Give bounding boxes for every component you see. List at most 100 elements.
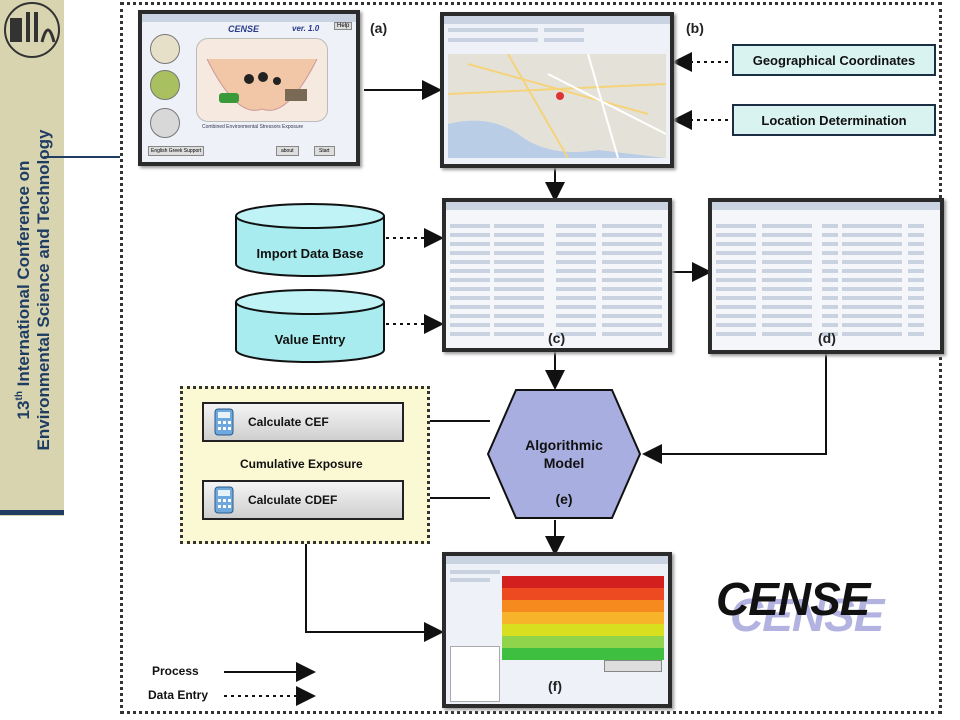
- form-row: [494, 305, 544, 309]
- form-row: [842, 314, 902, 318]
- form-row: [494, 224, 544, 228]
- form-row: [450, 269, 490, 273]
- university-seal-icon: [150, 34, 180, 64]
- form-row: [716, 332, 756, 336]
- callout-location-determination: Location Determination: [732, 104, 936, 136]
- form-row: [762, 251, 812, 255]
- form-row: [450, 224, 490, 228]
- calculate-cdef-button[interactable]: Calculate CDEF: [202, 480, 404, 520]
- form-row: [842, 287, 902, 291]
- form-row: [450, 278, 490, 282]
- arrow-d-e: [642, 352, 827, 464]
- form-row: [908, 296, 924, 300]
- form-row: [822, 314, 838, 318]
- form-row: [822, 305, 838, 309]
- form-row: [842, 332, 902, 336]
- form-row: [908, 305, 924, 309]
- cumulative-exposure-label: Cumulative Exposure: [240, 457, 363, 471]
- form-row: [494, 233, 544, 237]
- form-row: [494, 242, 544, 246]
- form-row: [762, 278, 812, 282]
- form-row: [556, 233, 596, 237]
- form-row: [822, 323, 838, 327]
- support-button[interactable]: English Greek Support: [148, 146, 205, 156]
- form-row: [716, 269, 756, 273]
- form-row: [822, 296, 838, 300]
- form-row: [908, 242, 924, 246]
- form-row: [602, 260, 662, 264]
- form-row: [602, 314, 662, 318]
- form-row: [556, 278, 596, 282]
- about-button[interactable]: about: [276, 146, 299, 156]
- form-row: [494, 269, 544, 273]
- legend-process: Process: [152, 664, 199, 678]
- form-row: [842, 269, 902, 273]
- form-row: [842, 242, 902, 246]
- form-row: [716, 314, 756, 318]
- cense-logo-shadow: CENSE: [730, 589, 884, 641]
- app-title: CENSE: [228, 24, 260, 34]
- form-row: [450, 233, 490, 237]
- form-row: [716, 278, 756, 282]
- calculator-icon: [214, 408, 234, 436]
- conference-logo: [0, 0, 64, 64]
- form-row: [450, 260, 490, 264]
- form-row: [842, 305, 902, 309]
- form-row: [716, 305, 756, 309]
- form-row: [842, 233, 902, 237]
- form-row: [450, 332, 490, 336]
- form-row: [908, 269, 924, 273]
- calculate-cef-label: Calculate CEF: [248, 415, 329, 429]
- form-row: [762, 332, 812, 336]
- form-row: [556, 224, 596, 228]
- form-row: [602, 323, 662, 327]
- form-row: [602, 332, 662, 336]
- map-view[interactable]: [447, 53, 667, 159]
- hands-illustration: [196, 38, 328, 122]
- app-version: ver. 1.0: [292, 24, 320, 33]
- form-row: [822, 233, 838, 237]
- help-button[interactable]: Help: [334, 22, 353, 30]
- form-row: [908, 260, 924, 264]
- form-row: [822, 332, 838, 336]
- form-row: [556, 260, 596, 264]
- label-b: (b): [686, 20, 704, 36]
- form-row: [716, 242, 756, 246]
- calculator-icon: [214, 486, 234, 514]
- form-row: [822, 269, 838, 273]
- model-line2: Model: [544, 455, 584, 471]
- form-row: [842, 278, 902, 282]
- screenshot-d: [708, 198, 944, 354]
- screenshot-c: [442, 198, 672, 352]
- form-row: [716, 296, 756, 300]
- form-row: [494, 323, 544, 327]
- form-row: [450, 314, 490, 318]
- pointer-line: [44, 156, 120, 158]
- start-button[interactable]: Start: [314, 146, 335, 156]
- form-row: [762, 260, 812, 264]
- form-row: [602, 233, 662, 237]
- form-row: [762, 242, 812, 246]
- label-c: (c): [548, 330, 566, 346]
- form-row: [602, 287, 662, 291]
- form-row: [908, 233, 924, 237]
- form-row: [762, 287, 812, 291]
- form-row: [494, 287, 544, 291]
- form-row: [556, 323, 596, 327]
- form-row: [556, 296, 596, 300]
- form-row: [762, 224, 812, 228]
- form-row: [908, 224, 924, 228]
- form-row: [716, 260, 756, 264]
- form-row: [762, 305, 812, 309]
- form-row: [494, 296, 544, 300]
- calculate-cef-button[interactable]: Calculate CEF: [202, 402, 404, 442]
- form-row: [716, 287, 756, 291]
- form-row: [602, 224, 662, 228]
- form-row: [822, 242, 838, 246]
- form-row: [556, 287, 596, 291]
- sidebar: [0, 0, 64, 516]
- form-row: [908, 287, 924, 291]
- form-row: [450, 323, 490, 327]
- form-row: [822, 224, 838, 228]
- form-row: [556, 332, 596, 336]
